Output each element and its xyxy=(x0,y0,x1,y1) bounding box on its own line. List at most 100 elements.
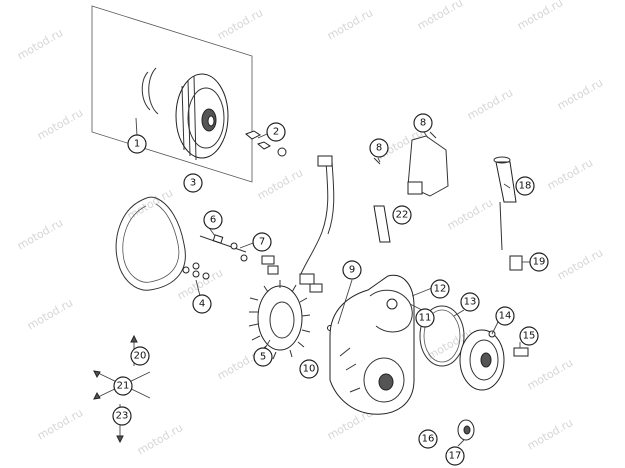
watermark: motod.ru xyxy=(15,26,65,62)
flywheel-magnets xyxy=(181,75,197,161)
arrow-20-head xyxy=(130,334,138,343)
side-cover-ribs xyxy=(339,347,361,393)
flywheel-panel-outline xyxy=(91,5,253,183)
callout-10-label: 10 xyxy=(303,364,316,375)
callout-15-label: 15 xyxy=(523,331,536,342)
callout-20-label: 20 xyxy=(134,351,147,362)
callout-21: 21 xyxy=(113,376,133,396)
callout-5: 5 xyxy=(253,347,273,367)
leader-8b xyxy=(377,157,381,163)
callout-7: 7 xyxy=(252,232,272,252)
leader-4 xyxy=(195,279,201,297)
watermark: motod.ru xyxy=(545,156,595,192)
side-cover-bore-center xyxy=(378,373,394,391)
watermark-layer: motod.ru motod.ru motod.ru motod.ru moto… xyxy=(15,0,605,458)
callout-9-label: 9 xyxy=(349,265,355,276)
flywheel-outer-rim-inner xyxy=(148,67,159,115)
hose22 xyxy=(373,205,391,243)
watermark: motod.ru xyxy=(525,356,575,392)
key-washer xyxy=(277,147,287,157)
watermark: motod.ru xyxy=(135,421,185,457)
callout-23-label: 23 xyxy=(116,411,129,422)
callout-14: 14 xyxy=(495,306,515,326)
shaft-bolt xyxy=(212,234,224,244)
watermark: motod.ru xyxy=(415,0,465,33)
watermark: motod.ru xyxy=(465,86,515,122)
harness-connector-c xyxy=(309,283,323,293)
shaft-nut xyxy=(230,242,238,250)
harness-connector-b xyxy=(299,273,315,285)
callout-4-label: 4 xyxy=(199,299,205,310)
callout-3: 3 xyxy=(183,173,203,193)
leader-7 xyxy=(239,242,254,249)
part-19-fitting xyxy=(509,255,523,271)
callout-13-label: 13 xyxy=(464,297,477,308)
watermark: motod.ru xyxy=(25,296,75,332)
harness-wire-b xyxy=(327,161,335,235)
callout-12-label: 12 xyxy=(434,284,447,295)
callout-2-label: 2 xyxy=(273,127,279,138)
part-6-7-shaft xyxy=(199,234,279,275)
starter-block xyxy=(407,181,423,195)
part-10-side-cover xyxy=(329,274,415,415)
callout-21-label: 21 xyxy=(117,381,130,392)
callout-22-label: 22 xyxy=(396,210,409,221)
callout-16: 16 xyxy=(418,429,438,449)
callout-13: 13 xyxy=(460,292,480,312)
watermark: motod.ru xyxy=(525,416,575,452)
callout-5-label: 5 xyxy=(260,352,266,363)
callout-12: 12 xyxy=(430,279,450,299)
leader-17 xyxy=(457,439,465,447)
flywheel-rotor-ring xyxy=(187,87,225,149)
side-cover-body xyxy=(329,274,415,415)
watermark: motod.ru xyxy=(255,166,305,202)
gasket-inner xyxy=(122,203,180,283)
leader-8a xyxy=(423,131,429,139)
key-piece-a xyxy=(245,130,261,140)
callout-6-label: 6 xyxy=(210,215,216,226)
callout-22: 22 xyxy=(392,205,412,225)
gear17-hub xyxy=(463,425,471,435)
part-2-small-key xyxy=(245,130,287,157)
leader-2 xyxy=(257,133,268,139)
bolt-a xyxy=(182,266,190,274)
callout-14-label: 14 xyxy=(499,311,512,322)
callout-3-label: 3 xyxy=(190,178,196,189)
callout-9: 9 xyxy=(342,260,362,280)
bolt-b xyxy=(192,270,200,278)
gasket-ring xyxy=(419,305,465,367)
part-8-starter xyxy=(373,131,449,197)
part-4-bolts xyxy=(182,262,210,280)
shaft-line xyxy=(199,235,247,253)
callout-1-label: 1 xyxy=(134,139,140,150)
starter-small-parts xyxy=(373,131,437,165)
watermark: motod.ru xyxy=(445,196,495,232)
arrow-21a-head xyxy=(93,370,101,379)
callout-17: 17 xyxy=(445,446,465,466)
starter-cover-inner xyxy=(469,339,499,381)
stator-inner xyxy=(269,301,295,339)
wiring-harness xyxy=(299,155,335,293)
part-1-flywheel-assembly xyxy=(91,5,253,183)
part-5-stator xyxy=(248,280,311,360)
callout-10: 10 xyxy=(299,359,319,379)
callout-2: 2 xyxy=(266,122,286,142)
watermark: motod.ru xyxy=(515,0,565,33)
flywheel-hub-center xyxy=(207,115,215,127)
part-17-gear xyxy=(457,419,475,441)
shaft-nut-b xyxy=(240,254,248,262)
part-15-bolt xyxy=(513,347,529,357)
callouts: 1 2 3 4 5 6 7 xyxy=(112,113,549,466)
side-cover-upper xyxy=(369,289,413,333)
watermark: motod.ru xyxy=(325,6,375,42)
callout-16-label: 16 xyxy=(422,434,435,445)
shaft-block xyxy=(261,255,275,265)
callout-18-label: 18 xyxy=(519,181,532,192)
callout-23: 23 xyxy=(112,406,132,426)
callout-19-label: 19 xyxy=(533,257,546,268)
callout-8a-label: 8 xyxy=(420,118,426,129)
tube18-rod xyxy=(499,201,503,251)
callout-1: 1 xyxy=(127,134,147,154)
shaft-block-b xyxy=(267,265,279,275)
